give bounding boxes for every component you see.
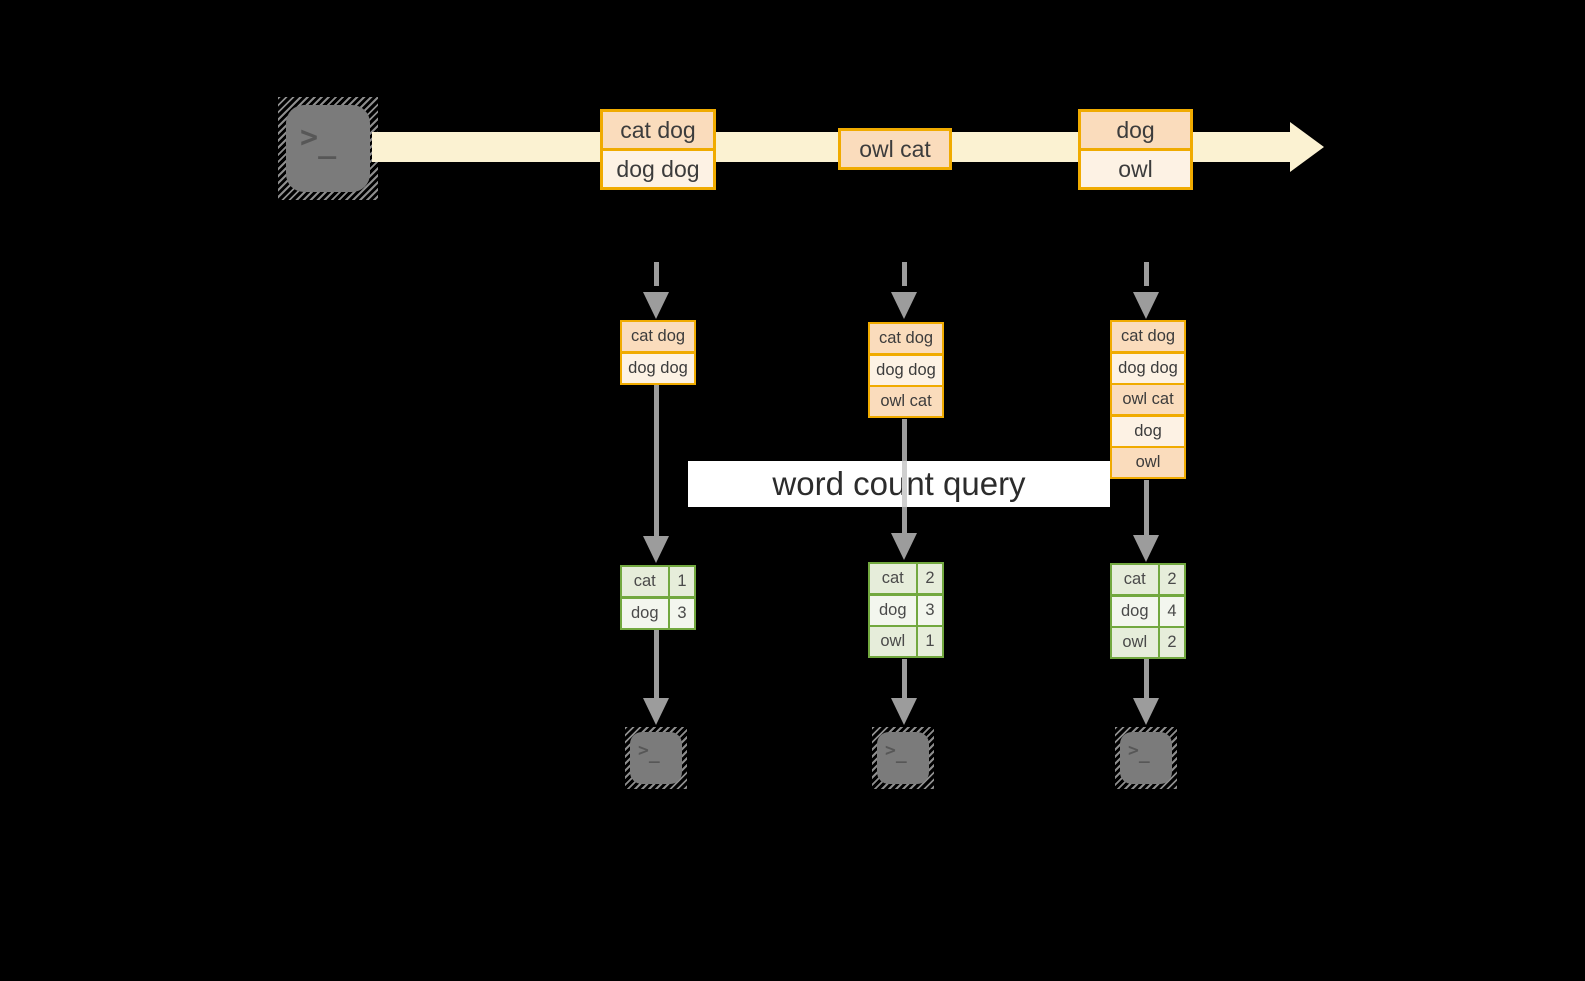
query-banner: word count query bbox=[688, 461, 1110, 507]
terminal-body bbox=[1120, 732, 1172, 784]
consumer-terminal-icon: >_ bbox=[872, 727, 934, 789]
count-word: dog bbox=[622, 598, 668, 628]
connector-line bbox=[654, 630, 659, 698]
log-record: dog dog bbox=[622, 353, 694, 383]
stream-record: owl bbox=[1081, 151, 1190, 187]
connector-line bbox=[902, 659, 907, 698]
log-record: dog bbox=[1112, 416, 1184, 446]
count-value: 2 bbox=[918, 564, 942, 593]
count-value: 1 bbox=[670, 567, 694, 596]
log-record: owl cat bbox=[1112, 385, 1184, 414]
count-value: 2 bbox=[1160, 628, 1184, 657]
producer-terminal-icon: >_ bbox=[278, 97, 378, 200]
stream-record: dog bbox=[1081, 112, 1190, 148]
arrow-head-icon bbox=[1133, 535, 1159, 562]
connector-line-overlay bbox=[902, 461, 907, 507]
count-value: 3 bbox=[670, 598, 694, 628]
log-record: owl cat bbox=[870, 387, 942, 416]
count-word: owl bbox=[1112, 628, 1158, 657]
terminal-body bbox=[630, 732, 682, 784]
count-value: 1 bbox=[918, 627, 942, 656]
log-record: owl bbox=[1112, 448, 1184, 477]
arrow-dash bbox=[1144, 262, 1149, 286]
consumer-terminal-icon: >_ bbox=[625, 727, 687, 789]
stream-arrow-head-icon bbox=[1290, 122, 1324, 172]
stream-record: cat dog bbox=[603, 112, 713, 148]
terminal-prompt-icon: >_ bbox=[1128, 740, 1150, 765]
count-word: cat bbox=[622, 567, 668, 596]
arrow-head-icon bbox=[891, 292, 917, 319]
arrow-dash bbox=[902, 262, 907, 286]
stream-record-box: owl cat bbox=[838, 128, 952, 170]
arrow-head-icon bbox=[1133, 698, 1159, 725]
arrow-head-icon bbox=[891, 533, 917, 560]
count-word: cat bbox=[1112, 565, 1158, 594]
terminal-prompt-icon: >_ bbox=[885, 740, 907, 765]
consumer-terminal-icon: >_ bbox=[1115, 727, 1177, 789]
arrow-head-icon bbox=[643, 292, 669, 319]
count-word: dog bbox=[1112, 596, 1158, 626]
arrow-dash bbox=[654, 262, 659, 286]
terminal-body bbox=[877, 732, 929, 784]
connector-line bbox=[654, 385, 659, 536]
arrow-head-icon bbox=[891, 698, 917, 725]
count-value: 2 bbox=[1160, 565, 1184, 594]
count-value: 4 bbox=[1160, 596, 1184, 626]
connector-line bbox=[1144, 480, 1149, 535]
terminal-prompt-icon: >_ bbox=[300, 120, 336, 161]
count-word: owl bbox=[870, 627, 916, 656]
log-record: cat dog bbox=[1112, 322, 1184, 351]
log-record: dog dog bbox=[1112, 353, 1184, 383]
count-word: cat bbox=[870, 564, 916, 593]
terminal-body bbox=[286, 105, 370, 192]
arrow-head-icon bbox=[643, 698, 669, 725]
arrow-head-icon bbox=[643, 536, 669, 563]
log-record: cat dog bbox=[870, 324, 942, 353]
log-record: cat dog bbox=[622, 322, 694, 351]
count-value: 3 bbox=[918, 595, 942, 625]
stream-record: owl cat bbox=[841, 131, 949, 167]
connector-line bbox=[1144, 659, 1149, 698]
stream-record: dog dog bbox=[603, 151, 713, 187]
log-record: dog dog bbox=[870, 355, 942, 385]
query-banner-label: word count query bbox=[772, 465, 1026, 502]
count-word: dog bbox=[870, 595, 916, 625]
terminal-prompt-icon: >_ bbox=[638, 740, 660, 765]
arrow-head-icon bbox=[1133, 292, 1159, 319]
